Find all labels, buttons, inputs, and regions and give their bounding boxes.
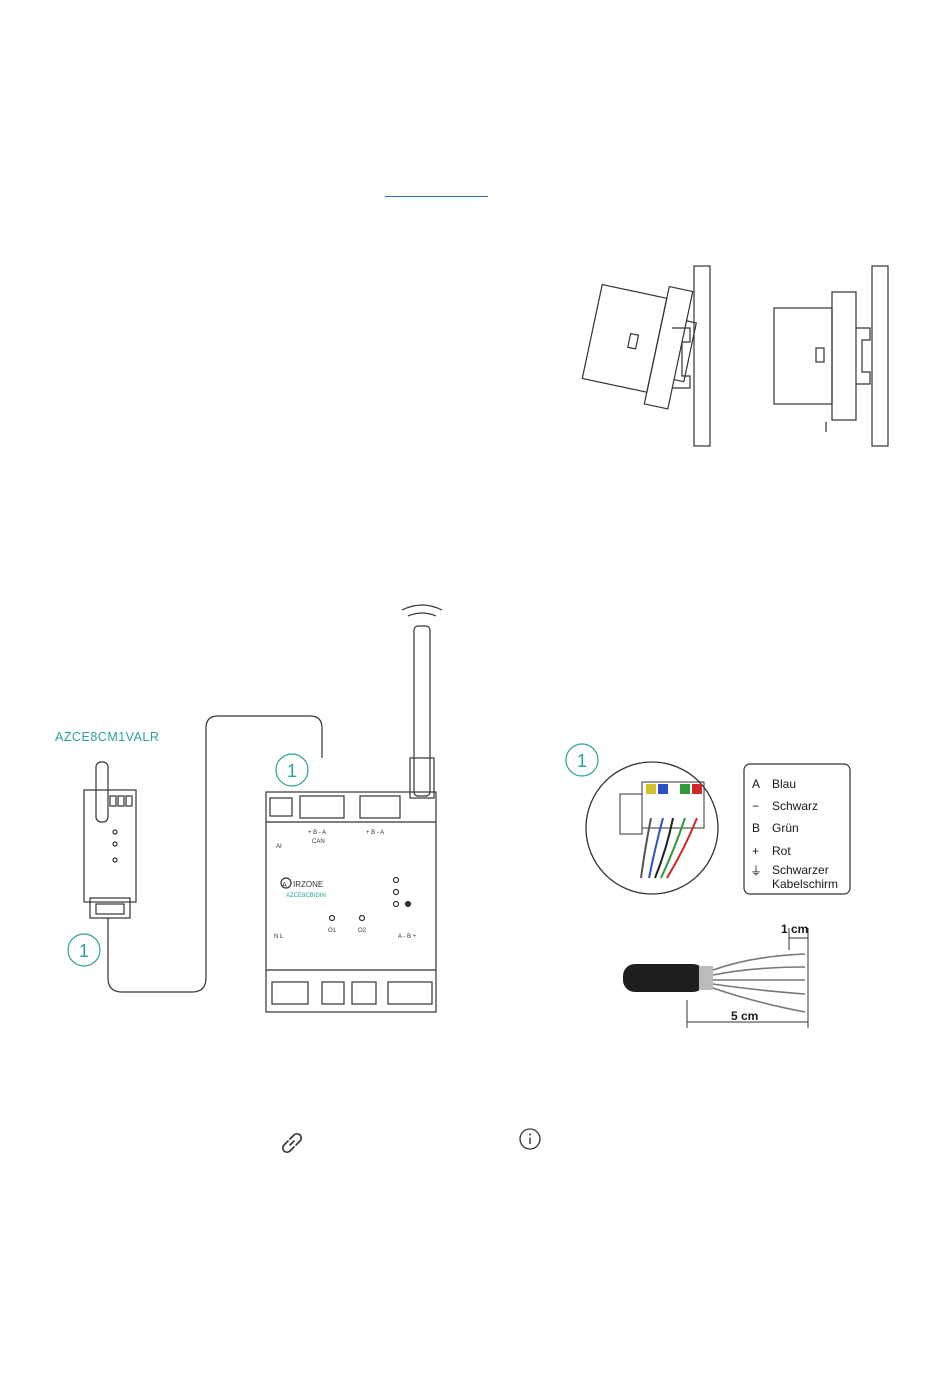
module-mounted xyxy=(774,292,870,432)
ai-label: AI xyxy=(276,844,282,850)
legend-label-kabelschirm: Kabelschirm xyxy=(772,877,838,891)
ground-icon: ⏚ xyxy=(750,864,762,878)
strip-length-long: 5 cm xyxy=(731,1009,758,1023)
strip-length-short: 1 cm xyxy=(781,922,808,936)
wall-panel-left xyxy=(694,266,710,446)
wall-panel-right xyxy=(872,266,888,446)
base-board xyxy=(266,792,436,1012)
can-terminal-labels: + B - A xyxy=(308,830,326,836)
callout-number-3: 1 xyxy=(577,751,587,771)
link-icon xyxy=(277,1128,307,1158)
o1-label: O1 xyxy=(328,928,337,934)
legend-symbol-a: A xyxy=(752,777,760,791)
legend-label-gruen: Grün xyxy=(772,821,799,835)
radio-module xyxy=(84,762,136,918)
can-label: CAN xyxy=(312,839,325,845)
callout-number-2: 1 xyxy=(79,941,89,961)
brand-name: IRZONE xyxy=(293,880,323,889)
wiring-illustration: + B - A CAN AI + B - A N L O1 O2 A - B +… xyxy=(60,598,450,1023)
legend-label-schwarz: Schwarz xyxy=(772,799,818,813)
legend-symbol-b: B xyxy=(752,821,760,835)
legend-label-schwarzer: Schwarzer xyxy=(772,863,829,877)
cable-jacket xyxy=(623,964,705,992)
o2-label: O2 xyxy=(358,928,367,934)
fan-terminal-labels: A - B + xyxy=(398,934,417,940)
antenna xyxy=(414,626,430,796)
connector-detail: 1 A Blau − Schwarz B Grün + Rot ⏚ Schwar… xyxy=(560,738,860,900)
legend-label-blau: Blau xyxy=(772,777,796,791)
legend-symbol-minus: − xyxy=(752,799,759,813)
info-icon xyxy=(518,1127,542,1151)
legend-symbol-plus: + xyxy=(752,844,759,858)
hyperlink-underline[interactable] xyxy=(385,196,488,197)
callout-number-1: 1 xyxy=(287,761,297,781)
legend-label-rot: Rot xyxy=(772,844,791,858)
din-rail-mounting-illustration xyxy=(560,262,900,452)
board-model: AZCE8CBIDIN xyxy=(286,893,326,899)
brand-initial: A xyxy=(282,882,287,889)
bus-cable xyxy=(108,716,322,992)
bus-terminal-labels: + B - A xyxy=(366,830,384,836)
cable-strip-diagram: 1 cm 5 cm xyxy=(615,918,820,1032)
signal-arc-icon xyxy=(402,605,442,610)
power-terminal-labels: N L xyxy=(274,934,284,940)
